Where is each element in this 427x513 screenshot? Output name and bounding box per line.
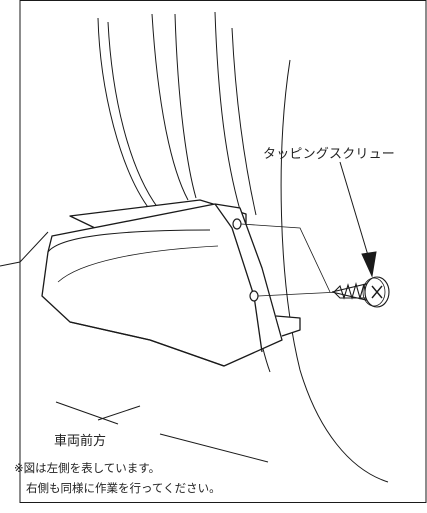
diagram-border — [19, 0, 427, 503]
vehicle-front-label: 車両前方 — [54, 434, 107, 449]
alignment-lines — [240, 223, 341, 297]
mounting-holes — [232, 218, 259, 302]
note-line-right-side: 右側も同様に作業を行ってください。 — [26, 481, 221, 495]
mudflap — [41, 199, 301, 367]
note-block: ※図は左側を表しています。 右側も同様に作業を行ってください。 — [14, 458, 221, 498]
callout-leader-left — [0, 231, 49, 267]
vehicle-front-arrow — [55, 401, 269, 463]
tapping-screw-label: タッピングスクリュー — [263, 147, 396, 162]
screw-leader — [339, 161, 377, 278]
tapping-screw — [331, 276, 390, 308]
note-line-left-side: ※図は左側を表しています。 — [14, 461, 161, 475]
